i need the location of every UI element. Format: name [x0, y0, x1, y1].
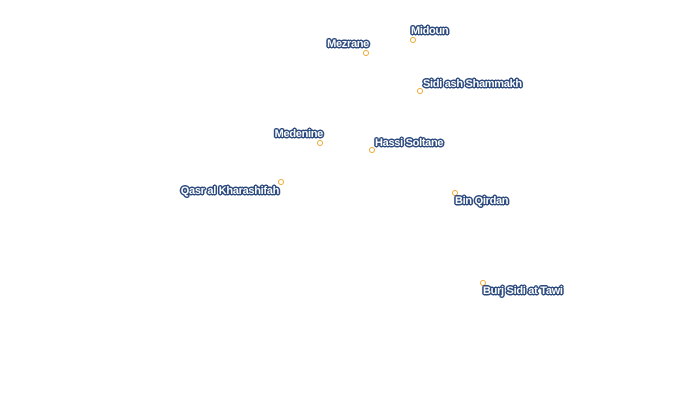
place-marker-icon[interactable] — [480, 280, 486, 286]
place-label: Hassi Soltane — [375, 137, 444, 149]
place-marker-icon[interactable] — [417, 88, 423, 94]
place-marker-icon[interactable] — [278, 179, 284, 185]
place-marker-icon[interactable] — [369, 147, 375, 153]
place-marker-icon[interactable] — [410, 37, 416, 43]
place-label: Qasr al Kharashifah — [180, 185, 280, 197]
place-marker-icon[interactable] — [363, 50, 369, 56]
place-label: Mezrane — [327, 38, 369, 50]
place-label: Medenine — [274, 128, 324, 140]
place-label: Bin Qirdan — [455, 195, 509, 207]
place-marker-icon[interactable] — [452, 190, 458, 196]
place-marker-icon[interactable] — [317, 140, 323, 146]
place-label: Burj Sidi at Tawi — [483, 285, 563, 297]
place-label: Sidi ash Shammakh — [423, 78, 522, 90]
place-label: Midoun — [411, 25, 449, 37]
